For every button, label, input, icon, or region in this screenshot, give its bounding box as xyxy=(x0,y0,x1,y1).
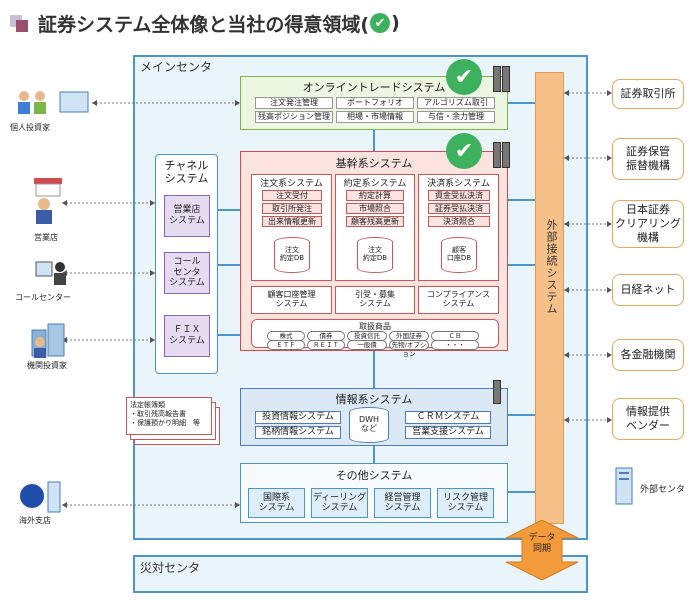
core-system: 基幹系システム 注文系システム 注文受付 取引所発注 出来情報更新 注文 約定D… xyxy=(240,151,508,358)
online-cell: 与信・余力管理 xyxy=(417,111,495,123)
settle-item: 証券受払決済 xyxy=(428,203,490,214)
product-pill: ＲＥＩＴ xyxy=(307,340,345,350)
products-box: 取扱商品 株式 債券 投資信託 外国証券 ＣＢ ＥＴＦ ＲＥＩＴ 一般債 先物/… xyxy=(251,319,499,358)
online-cell: ポートフォリオ xyxy=(336,97,414,109)
online-title: オンライントレードシステム xyxy=(302,81,446,94)
order-item: 注文受付 xyxy=(262,190,322,201)
left-label: 機関投資家 xyxy=(27,361,67,370)
left-label: コールセンター xyxy=(15,293,71,302)
right-box: 日本証券 クリアリング 機構 xyxy=(612,200,684,248)
online-check-icon: ✔ xyxy=(446,59,482,95)
product-pill: 先物/オプション xyxy=(389,340,429,358)
left-label: 個人投資家 xyxy=(10,123,50,132)
other-item: ディーリング システム xyxy=(311,488,368,518)
settle-title: 決済系システム xyxy=(427,179,490,189)
right-box: 各金融機関 xyxy=(612,339,684,371)
institution-icon xyxy=(31,323,65,358)
branch-icon xyxy=(34,178,62,224)
exec-item: 市場照合 xyxy=(346,203,404,214)
order-item: 取引所発注 xyxy=(262,203,322,214)
data-sync-label: データ 同期 xyxy=(528,533,556,554)
settle-system: 決済系システム 資金受払決済 証券受払決済 決済照合 顧客 口座DB xyxy=(418,174,499,281)
title-text: 証券システム全体像と当社の得意領域( xyxy=(38,13,370,36)
exec-item: 顧客残高更新 xyxy=(346,216,404,227)
channel-item: 営業店 システム xyxy=(164,195,210,237)
info-system: 情報系システム 投資情報システム 銘柄情報システム DWH など ＣＲＭシステム… xyxy=(240,388,508,446)
left-label: 営業店 xyxy=(34,233,58,242)
right-box: 証券保管 振替機構 xyxy=(612,138,684,180)
channel-item: コール センタ システム xyxy=(164,252,210,294)
core-title: 基幹系システム xyxy=(335,157,413,170)
info-item: 営業支援システム xyxy=(405,426,491,439)
overseas-branch-icon xyxy=(20,481,61,513)
right-box: 証券取引所 xyxy=(612,79,684,109)
settle-db: 顧客 口座DB xyxy=(441,237,477,273)
products-title: 取扱商品 xyxy=(359,322,391,331)
product-pill: 一般債 xyxy=(347,340,387,350)
online-cell: アルゴリズム取引 xyxy=(417,97,495,109)
title-marker-icon xyxy=(10,13,30,33)
legal-docs: 法定帳簿類 ・取引残高報告書 ・保護預かり明細 等 xyxy=(126,397,212,435)
data-sync-arrow xyxy=(505,520,579,580)
info-title: 情報系システム xyxy=(335,393,413,406)
mid-system: コンプライアンス システム xyxy=(418,286,499,314)
info-item: 銘柄情報システム xyxy=(255,426,341,439)
page-title: 証券システム全体像と当社の得意領域( ✔ ) xyxy=(10,6,400,40)
other-item: リスク管理 システム xyxy=(437,488,494,518)
online-cell: 注文発注管理 xyxy=(255,97,333,109)
title-close: ) xyxy=(391,12,400,34)
order-item: 出来情報更新 xyxy=(262,216,322,227)
exec-title: 約定系システム xyxy=(343,179,407,189)
order-title: 注文系システム xyxy=(260,179,323,189)
ext-center-label: 外部センタ xyxy=(640,485,686,495)
settle-item: 資金受払決済 xyxy=(428,190,490,201)
settle-item: 決済照合 xyxy=(428,216,490,227)
external-connection-system: 外部接続システム xyxy=(535,72,564,524)
exec-item: 約定計算 xyxy=(346,190,404,201)
ext-label: 外部接続システム xyxy=(545,219,558,315)
channel-item: ＦＩＸ システム xyxy=(164,315,210,357)
mid-system: 顧客口座管理 システム xyxy=(251,286,332,314)
online-cell: 相場・市場情報 xyxy=(336,111,414,123)
dr-center-label: 災対センタ xyxy=(140,561,201,575)
external-center-icon xyxy=(615,467,633,505)
right-box: 日経ネット xyxy=(612,274,684,306)
other-item: 経営管理 システム xyxy=(374,488,431,518)
product-pill: ＥＴＦ xyxy=(267,340,305,350)
other-title: その他システム xyxy=(335,469,413,482)
online-cell: 残高ポジション管理 xyxy=(255,111,333,123)
info-item: ＣＲＭシステム xyxy=(405,411,491,424)
info-item: 投資情報システム xyxy=(255,411,341,424)
channel-title: チャネル システム xyxy=(164,159,209,186)
other-item: 国際系 システム xyxy=(248,488,305,518)
channel-system: チャネル システム 営業店 システム コール センタ システム ＦＩＸ システム xyxy=(155,154,218,374)
callcenter-icon xyxy=(35,261,66,285)
dr-center xyxy=(133,555,588,593)
right-box: 情報提供 ベンダー xyxy=(612,398,684,440)
order-db: 注文 約定DB xyxy=(274,237,310,273)
main-center-label: メインセンタ xyxy=(140,60,213,74)
mid-system: 引受・募集 システム xyxy=(335,286,415,314)
check-icon: ✔ xyxy=(370,13,391,33)
investor-icon xyxy=(18,91,89,114)
product-pill: ・・・ xyxy=(431,340,479,350)
exec-system: 約定系システム 約定計算 市場照合 顧客残高更新 注文 約定DB xyxy=(335,174,415,281)
left-label: 海外支店 xyxy=(19,516,51,525)
exec-db: 注文 約定DB xyxy=(357,237,393,273)
dwh-db: DWH など xyxy=(349,407,389,443)
order-system: 注文系システム 注文受付 取引所発注 出来情報更新 注文 約定DB xyxy=(251,174,332,281)
core-check-icon: ✔ xyxy=(446,133,482,169)
